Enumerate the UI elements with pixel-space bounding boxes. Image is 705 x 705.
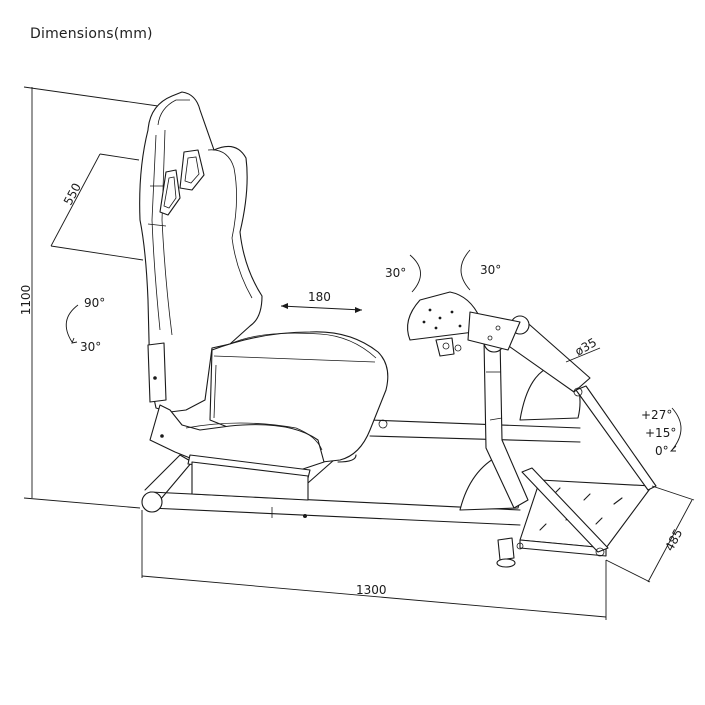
diagram-title: Dimensions(mm) — [30, 26, 153, 42]
backrest-dimension: 550 — [50, 153, 144, 261]
wheel-tilt-left-label: 30° — [385, 266, 406, 280]
wheel-stand: ø35 — [407, 291, 601, 511]
pedal-angle-1-label: +27° — [641, 408, 672, 422]
tube-diameter-label: ø35 — [573, 335, 600, 358]
backrest-label: 550 — [61, 181, 84, 208]
base-frame — [141, 419, 581, 526]
height-label: 1100 — [19, 285, 33, 316]
recline-angle-indicator: 90° 30° — [65, 296, 105, 354]
recline-lower-label: 30° — [80, 340, 101, 354]
length-label: 1300 — [356, 583, 387, 597]
wheel-tilt-right-label: 30° — [480, 263, 501, 277]
height-dimension: 1100 — [19, 86, 159, 509]
seat-slide-indicator: 180 — [280, 290, 363, 313]
wheel-tilt-indicators: 30° 30° — [385, 249, 501, 293]
pedal-plate — [496, 385, 657, 568]
pedal-angle-3-label: 0° — [655, 444, 669, 458]
pedal-width-label: 485 — [662, 527, 685, 554]
length-dimension: 1300 — [141, 510, 607, 620]
pedal-angle-2-label: +15° — [645, 426, 676, 440]
seat-slide-label: 180 — [308, 290, 331, 304]
pedal-angle-indicator: +27° +15° 0° — [641, 407, 682, 458]
recline-upper-label: 90° — [84, 296, 105, 310]
racing-seat — [139, 91, 389, 501]
